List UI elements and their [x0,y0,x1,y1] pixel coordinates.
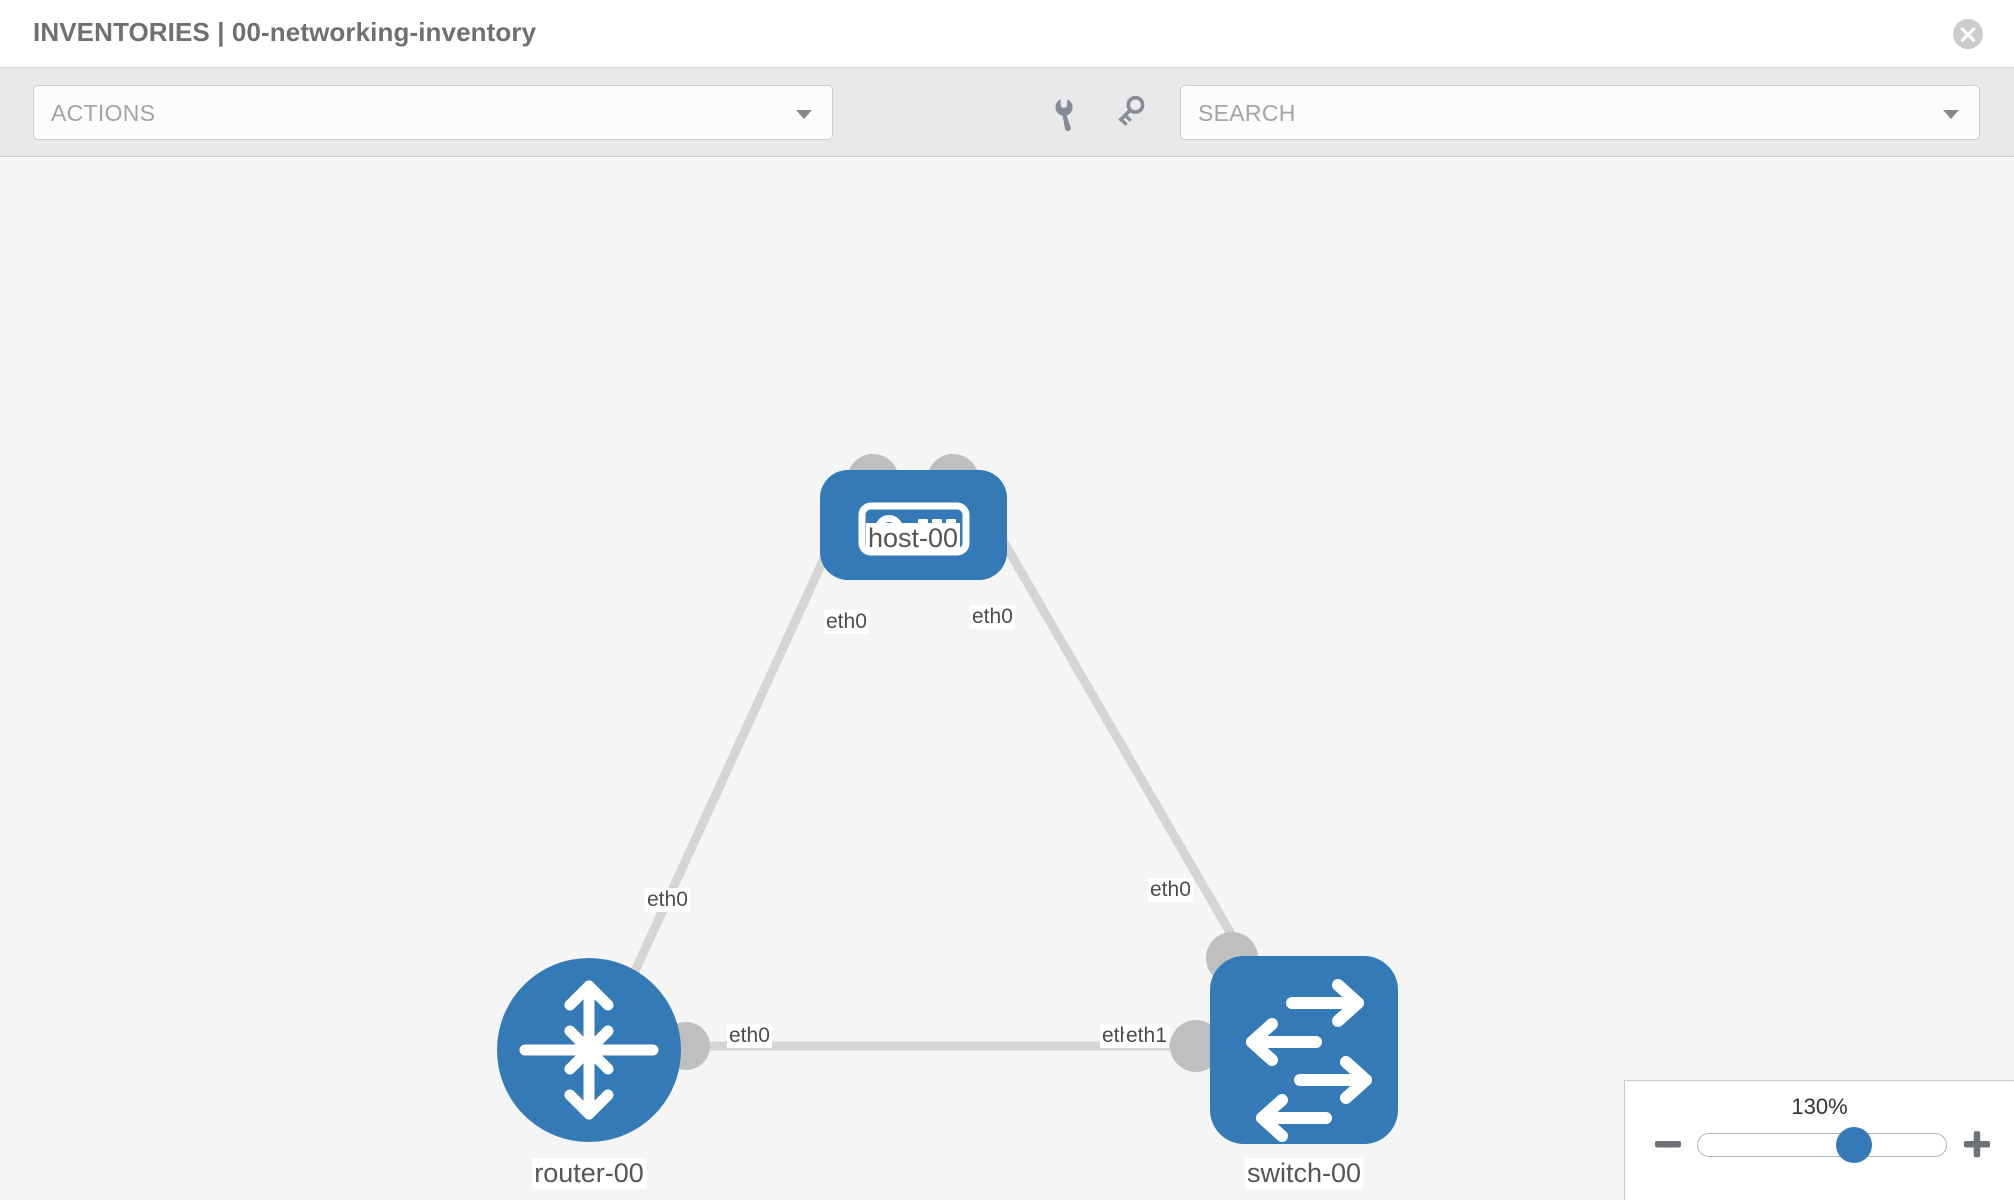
plus-icon[interactable] [1960,1127,1994,1161]
minus-icon[interactable] [1651,1127,1685,1161]
iface-label-switch00-eth1: eth1 [1124,1024,1169,1048]
zoom-level-label: 130% [1791,1094,1848,1119]
endpoint-switch00-eth1 [1170,1020,1222,1072]
chevron-down-icon [796,110,812,119]
iface-label-switch00-eth0-uplink: eth0 [1148,878,1193,902]
toolbar: ACTIONS SEARCH [0,68,2014,157]
zoom-slider[interactable] [1697,1127,1947,1163]
page-header: INVENTORIES | 00-networking-inventory [0,0,2014,68]
topology-canvas[interactable]: host-00 router-00 switch-00 eth0 eth0 et… [0,158,2014,1200]
close-icon[interactable] [1953,19,1983,49]
node-router-00 [497,958,681,1142]
node-label-switch-00: switch-00 [1244,1158,1364,1189]
node-label-host-00: host-00 [865,523,961,554]
iface-label-router00-eth0: eth0 [727,1024,772,1048]
node-label-router-00: router-00 [532,1158,646,1189]
page-title: INVENTORIES | 00-networking-inventory [33,17,537,47]
search-input[interactable]: SEARCH [1180,85,1980,140]
chevron-down-icon [1943,110,1959,119]
key-icon[interactable] [1114,94,1152,132]
node-switch-00 [1210,956,1398,1144]
search-placeholder: SEARCH [1198,100,1296,126]
topology-graph [497,454,1398,1144]
actions-dropdown[interactable]: ACTIONS [33,85,833,140]
iface-label-router00-eth0-uplink: eth0 [645,888,690,912]
zoom-slider-handle[interactable] [1836,1127,1873,1163]
wrench-icon[interactable] [1046,94,1084,132]
zoom-control-panel: 130% [1624,1080,2014,1200]
router-arrows-icon [519,980,659,1120]
switch-arrows-icon [1246,979,1372,1142]
iface-label-host00-eth0-right: eth0 [970,605,1015,629]
iface-label-host00-eth0-left: eth0 [824,610,869,634]
actions-dropdown-label: ACTIONS [51,100,156,126]
